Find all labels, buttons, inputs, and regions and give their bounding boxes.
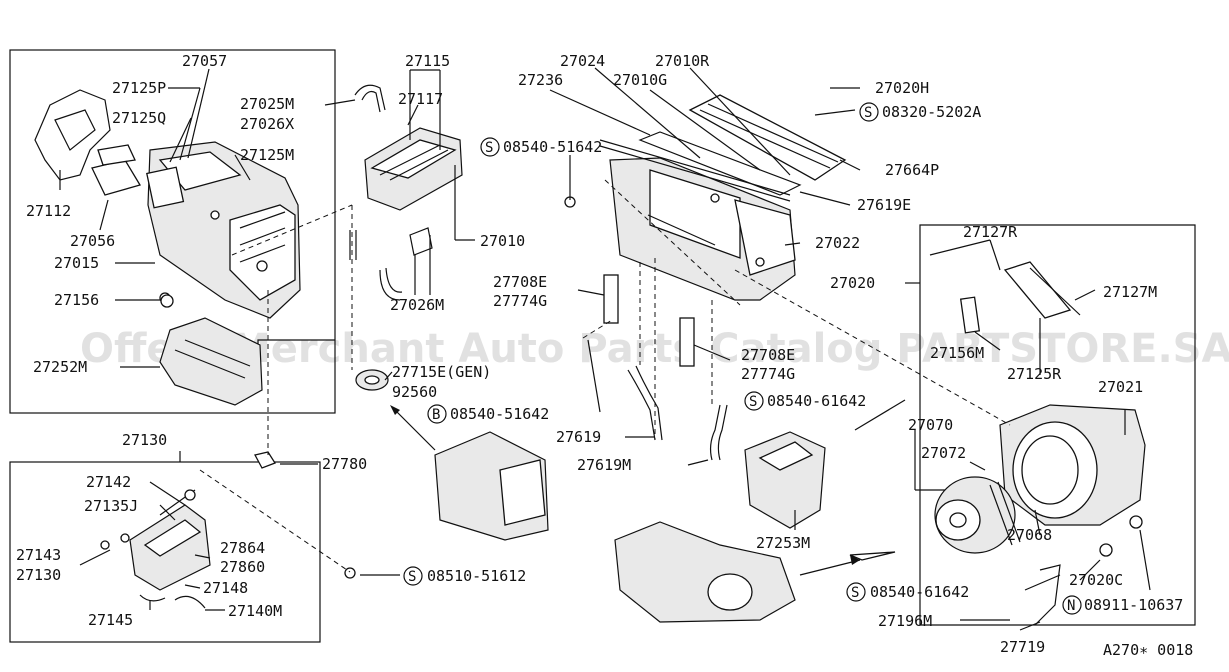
label-27252M: 27252M [33, 358, 87, 376]
label-27024: 27024 [560, 52, 605, 70]
leader-lines [59, 67, 1151, 631]
label-27026X: 27026X [240, 115, 294, 133]
label-27115: 27115 [405, 52, 450, 70]
label-08911-10637: 08911-10637 [1084, 596, 1183, 614]
label-27010R: 27010R [655, 52, 710, 70]
label-27860: 27860 [220, 558, 265, 576]
label-27072: 27072 [921, 444, 966, 462]
label-08540-61642-a: 08540-61642 [767, 392, 866, 410]
label-27148: 27148 [203, 579, 248, 597]
assembly-views-drawing [390, 405, 896, 623]
n-mark: N [1067, 598, 1075, 614]
label-27130-top: 27130 [122, 431, 167, 449]
label-27864: 27864 [220, 539, 265, 557]
label-27708E-2: 27708E [741, 346, 795, 364]
label-27127M: 27127M [1103, 283, 1157, 301]
label-27253M: 27253M [756, 534, 810, 552]
label-27070: 27070 [908, 416, 953, 434]
label-27020H: 27020H [875, 79, 929, 97]
label-27156: 27156 [54, 291, 99, 309]
s-mark: S [485, 140, 493, 156]
label-27010G: 27010G [613, 71, 667, 89]
s-mark: S [864, 105, 872, 121]
label-08320-5202A: 08320-5202A [882, 103, 981, 121]
label-08540-61642-b: 08540-61642 [870, 583, 969, 601]
label-27010: 27010 [480, 232, 525, 250]
label-27140M: 27140M [228, 602, 282, 620]
duct-27022-drawing [564, 94, 847, 461]
label-27068: 27068 [1007, 526, 1052, 544]
label-08540-51642-b: 08540-51642 [450, 405, 549, 423]
upper-left-box [9, 49, 336, 414]
label-27719: 27719 [1000, 638, 1045, 656]
label-08510-51612: 08510-51612 [427, 567, 526, 585]
label-27026M: 27026M [390, 296, 444, 314]
label-27145: 27145 [88, 611, 133, 629]
label-27021: 27021 [1098, 378, 1143, 396]
label-27619: 27619 [556, 428, 601, 446]
diagram-code: A270∗ 0018 [1103, 641, 1193, 659]
label-27112: 27112 [26, 202, 71, 220]
label-27156M: 27156M [930, 344, 984, 362]
label-27715E: 27715E(GEN) [392, 363, 491, 381]
label-27125P: 27125P [112, 79, 166, 97]
label-27619M: 27619M [577, 456, 631, 474]
label-27125Q: 27125Q [112, 109, 166, 127]
blower-box [919, 224, 1196, 626]
label-27135J: 27135J [84, 497, 138, 515]
s-mark: S [749, 394, 757, 410]
hardware-marks: S S B S S S N [403, 102, 1082, 615]
label-27022: 27022 [815, 234, 860, 252]
label-27708E: 27708E [493, 273, 547, 291]
s-mark: S [408, 569, 416, 585]
label-27020C: 27020C [1069, 571, 1123, 589]
label-27664P: 27664P [885, 161, 939, 179]
label-27057: 27057 [182, 52, 227, 70]
b-mark: B [432, 407, 440, 423]
control-assembly-drawing [100, 451, 356, 609]
label-27619E: 27619E [857, 196, 911, 214]
label-27774G-2: 27774G [741, 365, 795, 383]
dashed-relation-lines [199, 179, 1011, 573]
label-27780: 27780 [322, 455, 367, 473]
label-27020: 27020 [830, 274, 875, 292]
heater-case-drawing [34, 84, 463, 406]
label-27196M: 27196M [878, 612, 932, 630]
label-27236: 27236 [518, 71, 563, 89]
label-92560: 92560 [392, 383, 437, 401]
label-27127R: 27127R [963, 223, 1018, 241]
label-27025M: 27025M [240, 95, 294, 113]
label-27130: 27130 [16, 566, 61, 584]
label-27125M: 27125M [240, 146, 294, 164]
s-mark: S [851, 585, 859, 601]
part-labels: 27057 27115 27125P 27025M 27117 27026X 2… [16, 52, 1193, 659]
label-27143: 27143 [16, 546, 61, 564]
label-27142: 27142 [86, 473, 131, 491]
label-27774G: 27774G [493, 292, 547, 310]
label-27015: 27015 [54, 254, 99, 272]
label-27125R: 27125R [1007, 365, 1062, 383]
label-08540-51642-s: 08540-51642 [503, 138, 602, 156]
label-27056: 27056 [70, 232, 115, 250]
label-27117: 27117 [398, 90, 443, 108]
blower-drawing [744, 239, 1146, 626]
